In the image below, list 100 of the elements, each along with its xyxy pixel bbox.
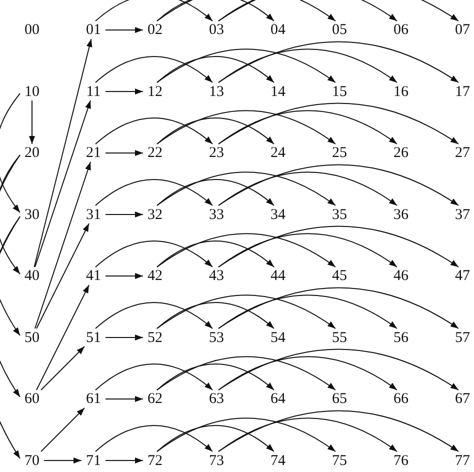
- arrow: [156, 48, 336, 83]
- node-label: 02: [144, 22, 166, 38]
- arrow: [156, 172, 336, 206]
- arrow: [0, 154, 20, 336]
- node-label: 50: [21, 330, 43, 346]
- node-label: 10: [21, 84, 43, 100]
- arrow: [95, 363, 213, 390]
- arrow: [40, 408, 85, 452]
- node-label: 17: [452, 84, 474, 100]
- arrow: [95, 117, 213, 144]
- arrow: [95, 0, 213, 22]
- arrow: [156, 110, 336, 144]
- node-label: 33: [206, 206, 228, 222]
- arrow: [156, 424, 274, 452]
- node-label: 73: [206, 452, 228, 468]
- arrow: [105, 334, 144, 340]
- arrow: [34, 38, 92, 268]
- node-label: 04: [267, 22, 289, 38]
- arrow: [105, 88, 144, 94]
- arrow: [218, 356, 398, 390]
- node-label: 41: [82, 268, 104, 284]
- arrow: [36, 284, 90, 390]
- node-label: 00: [21, 22, 43, 38]
- node-label: 26: [390, 145, 412, 161]
- arrow: [34, 100, 91, 268]
- node-label: 13: [206, 84, 228, 100]
- arrow: [218, 172, 398, 206]
- node-label: 55: [328, 330, 350, 346]
- node-label: 20: [21, 145, 43, 161]
- node-label: 06: [390, 22, 412, 38]
- arrow: [0, 154, 20, 274]
- arrow: [95, 424, 213, 452]
- node-label: 57: [452, 330, 474, 346]
- node-label: 01: [82, 22, 104, 38]
- arrow: [156, 294, 336, 329]
- arrow: [156, 56, 274, 83]
- node-label: 36: [390, 206, 412, 222]
- node-label: 66: [390, 391, 412, 407]
- arrow: [218, 348, 459, 390]
- arrow: [218, 226, 459, 268]
- arrow: [95, 240, 213, 268]
- node-label: 53: [206, 330, 228, 346]
- arrow: [156, 178, 274, 206]
- node-label: 21: [82, 145, 104, 161]
- node-label: 47: [452, 268, 474, 284]
- node-label: 30: [21, 206, 43, 222]
- arrow: [218, 294, 398, 329]
- arrow: [218, 233, 398, 268]
- arrow: [44, 458, 82, 464]
- node-label: 70: [21, 452, 43, 468]
- node-label: 54: [267, 330, 289, 346]
- node-label: 15: [328, 84, 350, 100]
- arrow: [156, 363, 274, 390]
- node-label: 61: [82, 391, 104, 407]
- arrow: [156, 356, 336, 390]
- arrow: [218, 418, 398, 452]
- node-label: 45: [328, 268, 350, 284]
- node-label: 12: [144, 84, 166, 100]
- node-label: 25: [328, 145, 350, 161]
- arrow: [105, 458, 144, 464]
- node-label: 35: [328, 206, 350, 222]
- node-label: 05: [328, 22, 350, 38]
- arrow: [95, 302, 213, 329]
- arrow: [156, 0, 274, 22]
- arrow: [218, 110, 398, 144]
- node-label: 56: [390, 330, 412, 346]
- node-label: 40: [21, 268, 43, 284]
- node-label: 71: [82, 452, 104, 468]
- node-label: 03: [206, 22, 228, 38]
- node-label: 60: [21, 391, 43, 407]
- arrow: [156, 240, 274, 268]
- arrow: [218, 0, 398, 22]
- node-label: 77: [452, 452, 474, 468]
- arrow: [218, 287, 459, 329]
- arrow: [218, 0, 459, 22]
- arrow: [0, 93, 20, 213]
- node-label: 52: [144, 330, 166, 346]
- node-label: 32: [144, 206, 166, 222]
- node-label: 14: [267, 84, 289, 100]
- arrow: [156, 302, 274, 329]
- node-label: 74: [267, 452, 289, 468]
- node-label: 27: [452, 145, 474, 161]
- node-label: 37: [452, 206, 474, 222]
- arrow: [218, 410, 459, 452]
- node-label: 22: [144, 145, 166, 161]
- arrow: [156, 0, 336, 22]
- arrow: [105, 396, 144, 402]
- node-label: 42: [144, 268, 166, 284]
- node-label: 46: [390, 268, 412, 284]
- node-label: 75: [328, 452, 350, 468]
- node-label: 31: [82, 206, 104, 222]
- node-label: 64: [267, 391, 289, 407]
- arrow: [95, 56, 213, 83]
- arrow: [156, 233, 336, 268]
- node-label: 16: [390, 84, 412, 100]
- arrow: [29, 100, 35, 144]
- node-label: 44: [267, 268, 289, 284]
- arrow: [36, 223, 90, 329]
- node-label: 51: [82, 330, 104, 346]
- arrow: [218, 41, 459, 83]
